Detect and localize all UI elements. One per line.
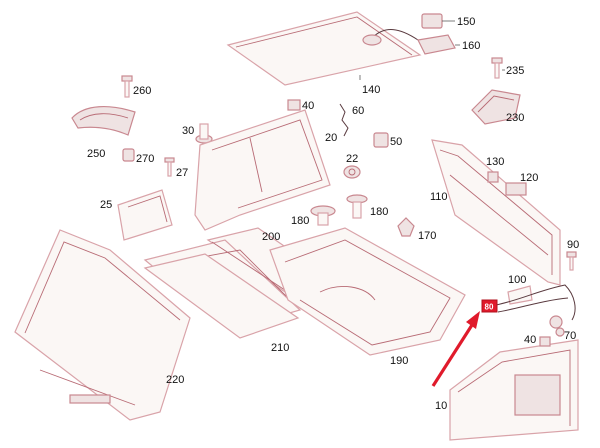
part-180-clip-b xyxy=(346,194,368,219)
label-260: 260 xyxy=(133,85,151,97)
part-22-grommet xyxy=(343,165,361,179)
label-110: 110 xyxy=(430,191,448,203)
label-22: 22 xyxy=(346,153,358,165)
label-180-a: 180 xyxy=(291,215,309,227)
part-90-screw xyxy=(566,251,577,271)
label-200: 200 xyxy=(262,231,280,243)
label-250: 250 xyxy=(87,148,105,160)
part-50-clip xyxy=(373,132,389,148)
part-270-clip xyxy=(122,148,135,162)
part-70-bolt xyxy=(555,327,565,337)
part-60-spring xyxy=(339,103,349,137)
part-170-clip xyxy=(397,217,415,237)
label-60: 60 xyxy=(352,105,364,117)
label-100: 100 xyxy=(508,274,526,286)
label-170: 170 xyxy=(418,230,436,242)
part-80-wire-harness xyxy=(495,284,576,329)
label-160: 160 xyxy=(462,40,480,52)
label-190: 190 xyxy=(390,355,408,367)
highlight-arrow xyxy=(431,311,480,387)
label-120: 120 xyxy=(520,172,538,184)
label-210: 210 xyxy=(271,342,289,354)
part-30-fastener xyxy=(195,123,213,144)
part-140-cover xyxy=(226,11,422,86)
label-270: 270 xyxy=(136,153,154,165)
highlight-box xyxy=(481,299,498,313)
part-25-cover-panel xyxy=(117,189,173,241)
label-230: 230 xyxy=(506,112,524,124)
part-110-right-trim xyxy=(431,139,561,286)
part-150-clip xyxy=(421,13,455,29)
part-190-spare-well xyxy=(269,227,466,356)
part-210-floor-board xyxy=(143,253,300,339)
part-230-bracket xyxy=(471,89,521,125)
label-27: 27 xyxy=(176,167,188,179)
part-250-hinge xyxy=(71,106,136,136)
part-20-side-trim xyxy=(194,109,331,231)
label-90: 90 xyxy=(567,239,579,251)
label-40-bottom: 40 xyxy=(524,334,536,346)
part-220-rear-panel xyxy=(14,229,191,421)
part-120-insert xyxy=(505,182,527,196)
highlight-label: 80 xyxy=(485,303,494,312)
highlight-callout: 80 xyxy=(481,299,498,313)
part-130-clip xyxy=(487,171,499,183)
label-70: 70 xyxy=(564,330,576,342)
label-235: 235 xyxy=(506,65,524,77)
label-50: 50 xyxy=(390,136,402,148)
part-260-bolt xyxy=(121,75,133,98)
label-20: 20 xyxy=(325,132,337,144)
label-10: 10 xyxy=(435,400,447,412)
part-160-cable-light xyxy=(362,29,460,55)
label-25: 25 xyxy=(100,199,112,211)
part-10-side-panel xyxy=(449,339,579,441)
part-40-top-clip xyxy=(287,99,301,111)
label-30: 30 xyxy=(182,125,194,137)
part-100-panel xyxy=(507,285,533,305)
part-180-clip-a xyxy=(310,205,336,226)
part-40-bottom-clip xyxy=(539,336,551,347)
label-140: 140 xyxy=(362,84,380,96)
label-40-top: 40 xyxy=(302,100,314,112)
label-180-b: 180 xyxy=(370,206,388,218)
label-130: 130 xyxy=(486,156,504,168)
part-235-screw xyxy=(491,57,505,79)
label-150: 150 xyxy=(457,16,475,28)
label-220: 220 xyxy=(166,374,184,386)
part-27-screw xyxy=(164,157,175,177)
